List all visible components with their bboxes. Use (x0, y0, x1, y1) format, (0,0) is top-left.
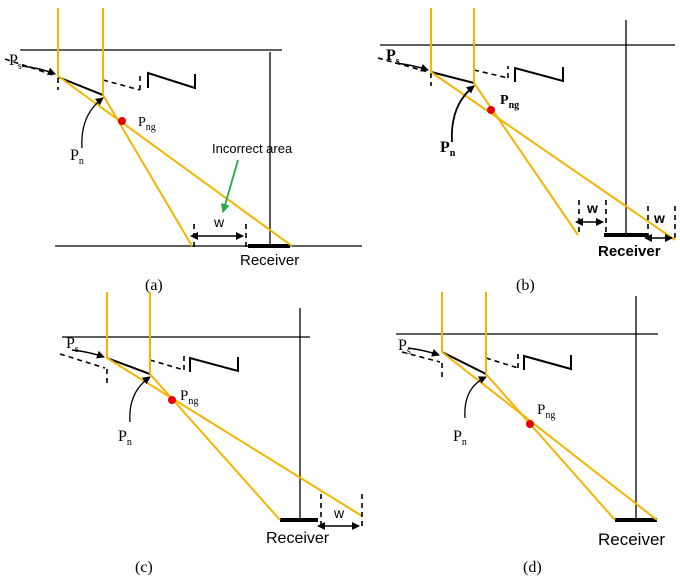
pn-arrow (464, 376, 487, 419)
w-label-left: w (586, 200, 598, 216)
caption-d: (d) (523, 559, 542, 576)
w-label: w (213, 214, 225, 230)
pn-label: Pn (453, 428, 467, 448)
png-label: Png (537, 402, 555, 421)
png-label: Png (138, 115, 156, 133)
ps-arrow (407, 347, 440, 357)
caption-a: (a) (145, 277, 163, 294)
pn-label: Pn (70, 147, 84, 167)
refracted-ray-2 (485, 373, 616, 521)
receiver-label: Receiver (240, 252, 299, 269)
png-point (118, 117, 126, 125)
pn-arrow (450, 85, 475, 143)
pn-label: Pn (118, 428, 132, 448)
png-label: Png (500, 93, 519, 111)
refracted-ray-1 (441, 351, 658, 521)
caption-c: (c) (135, 559, 153, 576)
fresnel-facets (377, 57, 564, 86)
panel-c: Ps Pn Png w Receiver (c) (59, 292, 363, 576)
ps-label: Ps (9, 52, 22, 72)
w-label: w (333, 505, 345, 521)
png-label: Png (180, 388, 198, 407)
refracted-ray-1 (430, 71, 676, 241)
ps-arrow (394, 62, 429, 72)
pn-arrow (81, 97, 104, 149)
panel-a: Ps Pn Png Incorrect area w Receiver (a) (4, 8, 362, 294)
png-point (526, 420, 534, 428)
refracted-ray-1 (106, 357, 363, 517)
panel-d: Ps Pn Png Receiver (d) (396, 292, 665, 576)
ps-arrow (21, 65, 56, 76)
pn-arrow (129, 376, 151, 423)
receiver-label: Receiver (266, 530, 330, 547)
caption-b: (b) (516, 277, 535, 294)
panel-b: Ps Pn Png w w Receiver (b) (377, 8, 676, 294)
refracted-ray-1 (57, 75, 293, 247)
refracted-ray-2 (473, 82, 579, 236)
ps-label: Ps (398, 337, 411, 357)
refracted-ray-2 (102, 94, 193, 247)
fresnel-facets (4, 58, 196, 97)
ps-label: Ps (386, 47, 400, 67)
receiver-label: Receiver (598, 530, 665, 549)
w-label-right: w (653, 210, 665, 226)
png-point (168, 396, 176, 404)
refracted-ray-2 (149, 373, 281, 521)
pn-label: Pn (440, 139, 456, 159)
png-point (487, 106, 495, 114)
ps-arrow (71, 349, 105, 359)
receiver-label: Receiver (598, 243, 661, 260)
ps-label: Ps (66, 335, 79, 355)
incorrect-area-arrow (220, 159, 239, 213)
incorrect-area-label: Incorrect area (212, 141, 293, 156)
